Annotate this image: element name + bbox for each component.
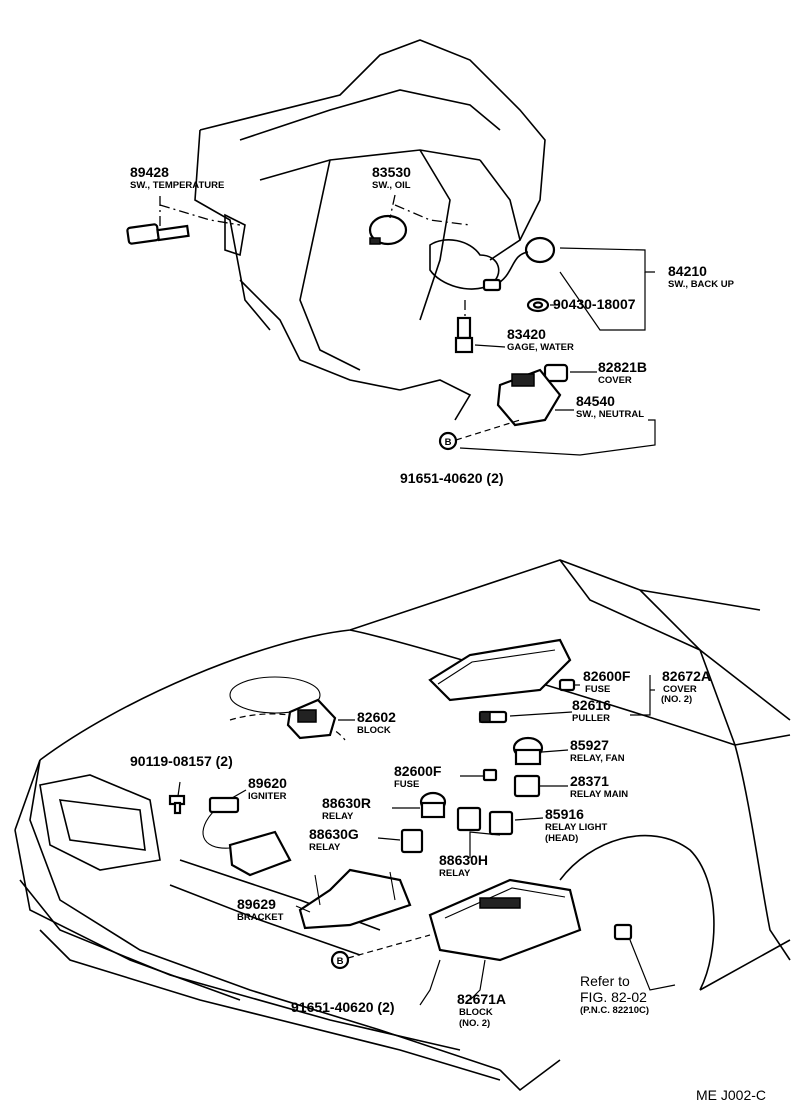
callout-91651-lower: 91651-40620 (2) bbox=[291, 999, 395, 1015]
callout-84210: 84210 bbox=[668, 263, 707, 279]
refer-pnc-label: (P.N.C. 82210C) bbox=[580, 1005, 649, 1016]
desc-82600f-top: FUSE bbox=[585, 684, 610, 695]
block-no2-part bbox=[428, 878, 582, 962]
oil-switch-part bbox=[368, 214, 408, 246]
bolt-part bbox=[168, 794, 186, 815]
callout-82821b: 82821B bbox=[598, 359, 647, 375]
desc-84540: SW., NEUTRAL bbox=[576, 409, 644, 420]
desc-82602: BLOCK bbox=[357, 725, 391, 736]
desc-82821b: COVER bbox=[598, 375, 632, 386]
desc2-82672a: (NO. 2) bbox=[661, 694, 692, 705]
neutral-switch-part bbox=[496, 368, 562, 427]
callout-82600f-mid: 82600F bbox=[394, 763, 442, 779]
relay-r-part bbox=[419, 791, 447, 819]
cover-part bbox=[543, 363, 569, 383]
relay-block-part bbox=[286, 698, 337, 740]
desc-88630g: RELAY bbox=[309, 842, 341, 853]
callout-88630r: 88630R bbox=[322, 795, 371, 811]
desc2-82671a: (NO. 2) bbox=[459, 1018, 490, 1029]
callout-90119-08157: 90119-08157 (2) bbox=[130, 753, 233, 769]
callout-88630h: 88630H bbox=[439, 852, 488, 868]
engine-outline bbox=[194, 39, 546, 421]
callout-85916: 85916 bbox=[545, 806, 584, 822]
desc-82600f-mid: FUSE bbox=[394, 779, 419, 790]
callout-91651-upper: 91651-40620 (2) bbox=[400, 470, 504, 486]
callout-82602: 82602 bbox=[357, 709, 396, 725]
refer-part bbox=[613, 923, 633, 941]
engine-leaders bbox=[159, 194, 656, 456]
callout-82671a: 82671A bbox=[457, 991, 506, 1007]
callout-83420: 83420 bbox=[507, 326, 546, 342]
desc-88630h: RELAY bbox=[439, 868, 471, 879]
desc-83420: GAGE, WATER bbox=[507, 342, 574, 353]
callout-28371: 28371 bbox=[570, 773, 609, 789]
bracket-part bbox=[298, 868, 412, 930]
desc2-85916: (HEAD) bbox=[545, 833, 578, 844]
desc-28371: RELAY MAIN bbox=[570, 789, 628, 800]
relay-light-part bbox=[456, 806, 514, 836]
desc-82616: PULLER bbox=[572, 713, 610, 724]
callout-83530: 83530 bbox=[372, 164, 411, 180]
desc-84210: SW., BACK UP bbox=[668, 279, 735, 290]
callout-82616: 82616 bbox=[572, 697, 611, 713]
car-outline bbox=[14, 559, 791, 1092]
callout-84540: 84540 bbox=[576, 393, 615, 409]
car-leaders bbox=[177, 675, 676, 1006]
callout-82672a: 82672A bbox=[662, 668, 711, 684]
bolt-marker-upper bbox=[438, 431, 458, 451]
refer-to-label: Refer to bbox=[580, 973, 630, 989]
fuse-cover-part bbox=[428, 638, 572, 702]
temperature-switch-part bbox=[126, 223, 190, 245]
figure-code: ME J002-C bbox=[696, 1087, 766, 1103]
desc-89620: IGNITER bbox=[248, 791, 287, 802]
refer-fig-label: FIG. 82-02 bbox=[580, 989, 647, 1005]
callout-89428: 89428 bbox=[130, 164, 169, 180]
callout-89629: 89629 bbox=[237, 896, 276, 912]
igniter-part bbox=[202, 796, 292, 877]
callout-88630g: 88630G bbox=[309, 826, 359, 842]
fuse-part bbox=[482, 678, 576, 782]
relay-fan-part bbox=[512, 736, 544, 766]
desc-89629: BRACKET bbox=[237, 912, 284, 923]
desc-88630r: RELAY bbox=[322, 811, 354, 822]
backup-switch-part bbox=[482, 236, 556, 292]
desc-82672a: COVER bbox=[663, 684, 697, 695]
marker-b-upper: B bbox=[445, 437, 452, 448]
bolt-marker-lower bbox=[330, 950, 350, 970]
callout-85927: 85927 bbox=[570, 737, 609, 753]
callout-90430-18007: 90430-18007 bbox=[553, 296, 636, 312]
water-gage-part bbox=[454, 316, 474, 354]
callout-89620: 89620 bbox=[248, 775, 287, 791]
desc-82671a: BLOCK bbox=[459, 1007, 493, 1018]
callout-82600f-top: 82600F bbox=[583, 668, 631, 684]
desc-89428: SW., TEMPERATURE bbox=[130, 180, 224, 191]
desc-85916: RELAY LIGHT bbox=[545, 822, 607, 833]
relay-main-part bbox=[513, 774, 541, 798]
puller-part bbox=[478, 710, 508, 724]
marker-b-lower: B bbox=[337, 956, 344, 967]
desc-85927: RELAY, FAN bbox=[570, 753, 625, 764]
desc-83530: SW., OIL bbox=[372, 180, 411, 191]
relay-g-part bbox=[400, 828, 424, 854]
washer-part bbox=[526, 297, 550, 313]
